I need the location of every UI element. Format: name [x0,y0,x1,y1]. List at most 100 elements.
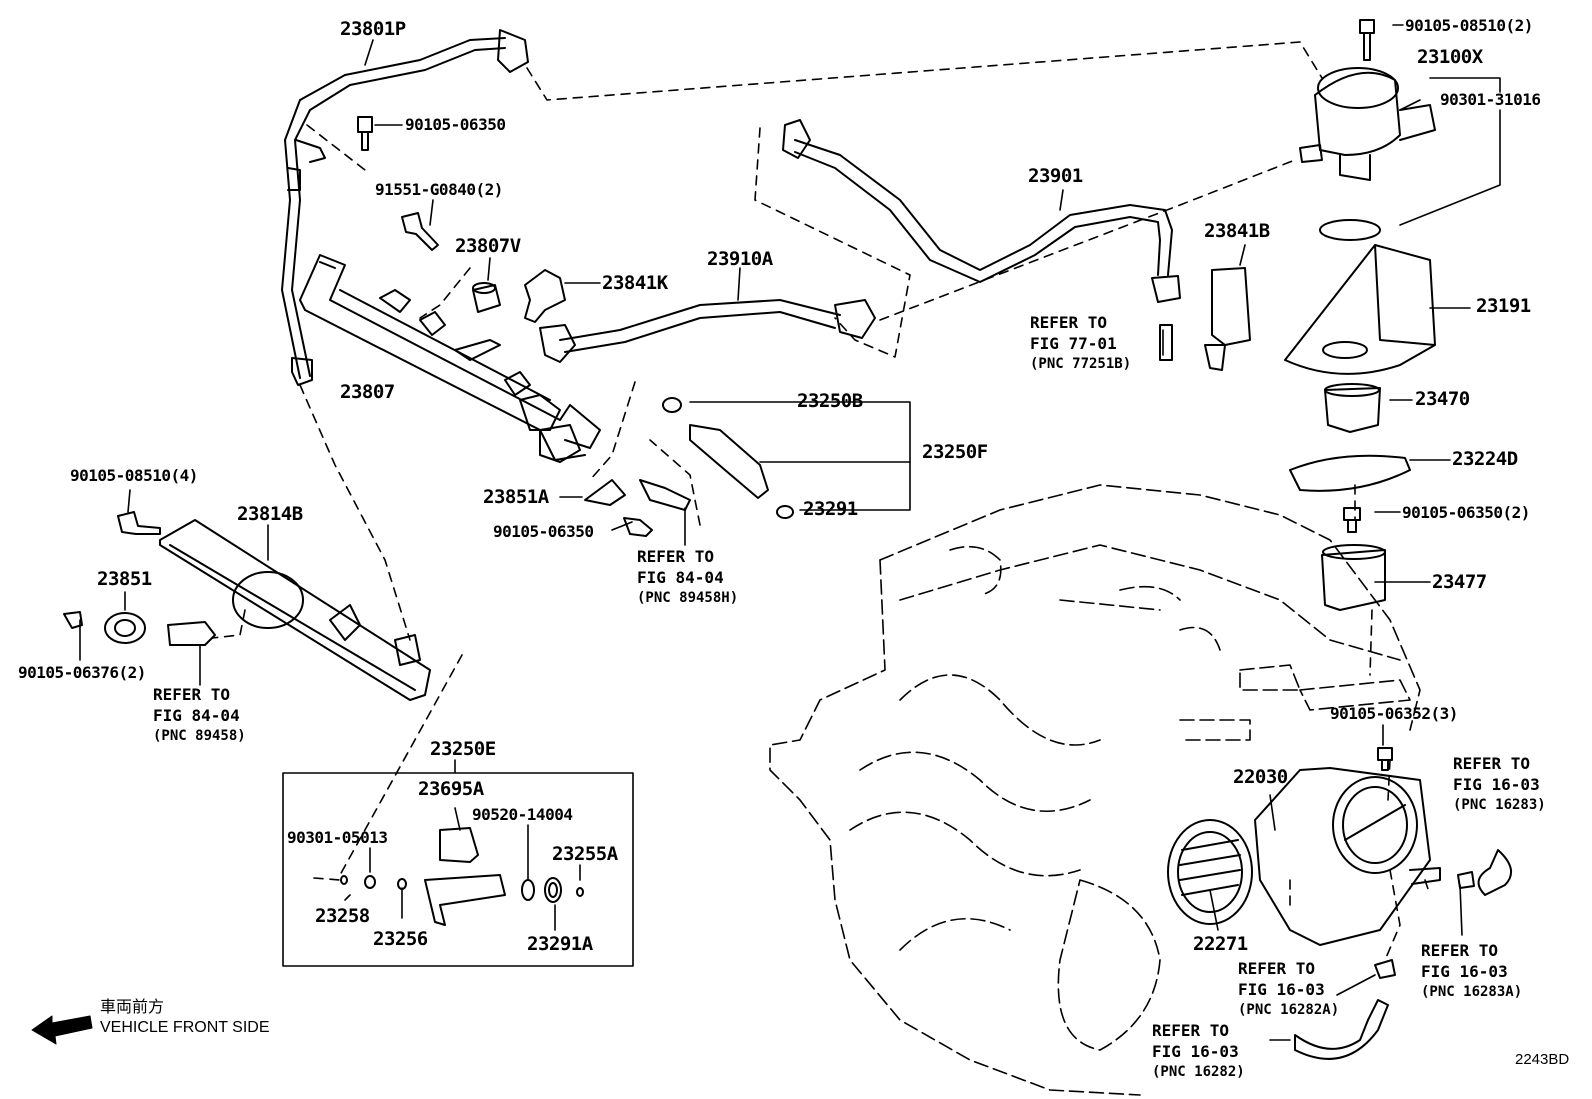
injector-kit-parts [340,827,584,926]
bracket-23191 [1284,244,1436,375]
bolt-icons [63,19,1393,771]
clip-23841B [1159,267,1251,371]
arrow-left-icon [31,1015,93,1045]
vehicle-front-label: VEHICLE FRONT SIDE [100,1019,270,1036]
label-23841B: 23841B [1204,220,1270,242]
hose-23901 [782,119,1181,303]
ref-line-3: (PNC 16282) [1152,1064,1245,1080]
label-91551-G0840: 91551-G0840(2) [375,180,503,199]
reference-fig-16-03-16282: REFER TO FIG 16-03 (PNC 16282) [1152,1020,1245,1083]
lifter-top [1324,383,1380,397]
group-box-23250E [282,772,634,967]
ref-line-1: REFER TO [1152,1021,1230,1040]
throttle-body-22030 [1254,767,1441,946]
reference-fig-84-04-89458: REFER TO FIG 84-04 (PNC 89458) [153,684,246,747]
housing-top [1322,544,1386,560]
ref-line-2: FIG 16-03 [1421,962,1508,981]
label-23100X: 23100X [1417,46,1483,68]
reference-fig-16-03-16282A: REFER TO FIG 16-03 (PNC 16282A) [1238,958,1339,1021]
ref-line-1: REFER TO [153,685,231,704]
leader-lines [79,24,1501,1041]
label-90105-06350: 90105-06350 [405,115,506,134]
ref-line-1: REFER TO [1238,959,1316,978]
clip-23851A [584,479,626,506]
fuel-pipe-23814B [159,519,431,701]
ref-line-1: REFER TO [1453,754,1531,773]
label-23250B: 23250B [797,390,863,412]
hose-23910A [539,299,876,363]
label-90301-31016: 90301-31016 [1440,90,1541,109]
fuel-delivery-pipe-23807 [299,254,601,463]
label-90105-08510-4: 90105-08510(4) [70,466,198,485]
hoses-16-03 [1294,849,1513,1060]
label-23224D: 23224D [1452,448,1518,470]
engine-outline [769,484,1421,1096]
label-23291A: 23291A [527,933,593,955]
ref-line-1: REFER TO [637,547,715,566]
ref-line-3: (PNC 16283) [1453,797,1546,813]
lifter-23470 [1324,387,1381,433]
vehicle-front-label-jp: 車両前方 [100,999,165,1016]
ref-line-2: FIG 77-01 [1030,334,1117,353]
label-23851A: 23851A [483,486,549,508]
label-90301-05013: 90301-05013 [287,828,388,847]
label-23695A: 23695A [418,778,484,800]
gasket-22271 [1167,819,1253,925]
label-90105-06350-2: 90105-06350(2) [1402,503,1530,522]
housing-23477 [1321,549,1386,611]
label-23250E: 23250E [430,738,496,760]
injector-23250F [662,397,794,519]
clip-23841K [524,269,566,323]
label-23801P: 23801P [340,18,406,40]
diagram-code: 2243BD [1515,1051,1570,1068]
label-23807V: 23807V [455,235,521,257]
reference-fig-84-04-89458H: REFER TO FIG 84-04 (PNC 89458H) [637,546,738,609]
ref-line-2: FIG 16-03 [1453,775,1540,794]
ref-line-1: REFER TO [1421,941,1499,960]
label-90105-08510-2: 90105-08510(2) [1405,16,1533,35]
label-90105-06350-b: 90105-06350 [493,522,594,541]
label-23851: 23851 [97,568,152,590]
label-90105-06352: 90105-06352(3) [1330,704,1458,723]
bracket-hole [1322,341,1368,359]
ref-line-3: (PNC 89458) [153,728,246,744]
label-22271: 22271 [1193,933,1248,955]
label-23910A: 23910A [707,248,773,270]
label-23470: 23470 [1415,388,1470,410]
ref-line-2: FIG 84-04 [153,706,240,725]
label-23191: 23191 [1476,295,1531,317]
ref-line-3: (PNC 77251B) [1030,356,1132,372]
ref-line-1: REFER TO [1030,313,1108,332]
label-23814B: 23814B [237,503,303,525]
ref-line-3: (PNC 89458H) [637,590,739,606]
label-23841K: 23841K [602,272,668,294]
label-23807: 23807 [340,381,395,403]
reference-fig-77-01: REFER TO FIG 77-01 (PNC 77251B) [1030,312,1131,375]
label-90520-14004: 90520-14004 [472,805,573,824]
reference-fig-16-03-16283: REFER TO FIG 16-03 (PNC 16283) [1453,753,1546,816]
sensor-89458H [639,479,691,511]
label-23258: 23258 [315,905,370,927]
gasket-23224D [1289,454,1411,492]
collar-23807V [472,282,501,313]
label-23256: 23256 [373,928,428,950]
label-23901: 23901 [1028,165,1083,187]
ref-line-2: FIG 16-03 [1152,1042,1239,1061]
label-23255A: 23255A [552,843,618,865]
label-23477: 23477 [1432,571,1487,593]
ref-line-3: (PNC 16282A) [1238,1002,1340,1018]
fuel-pipe-23801P [281,29,529,386]
label-22030: 22030 [1233,766,1288,788]
label-23291: 23291 [803,498,858,520]
ref-line-2: FIG 16-03 [1238,980,1325,999]
ref-line-3: (PNC 16283A) [1421,984,1523,1000]
sensor-23851 [104,612,216,646]
label-23250F: 23250F [922,441,988,463]
reference-fig-16-03-16283A: REFER TO FIG 16-03 (PNC 16283A) [1421,940,1522,1003]
ref-line-2: FIG 84-04 [637,568,724,587]
label-90105-06376: 90105-06376(2) [18,663,146,682]
dashed-connectors [211,41,1431,961]
fuel-pump-23100X [1299,67,1436,241]
